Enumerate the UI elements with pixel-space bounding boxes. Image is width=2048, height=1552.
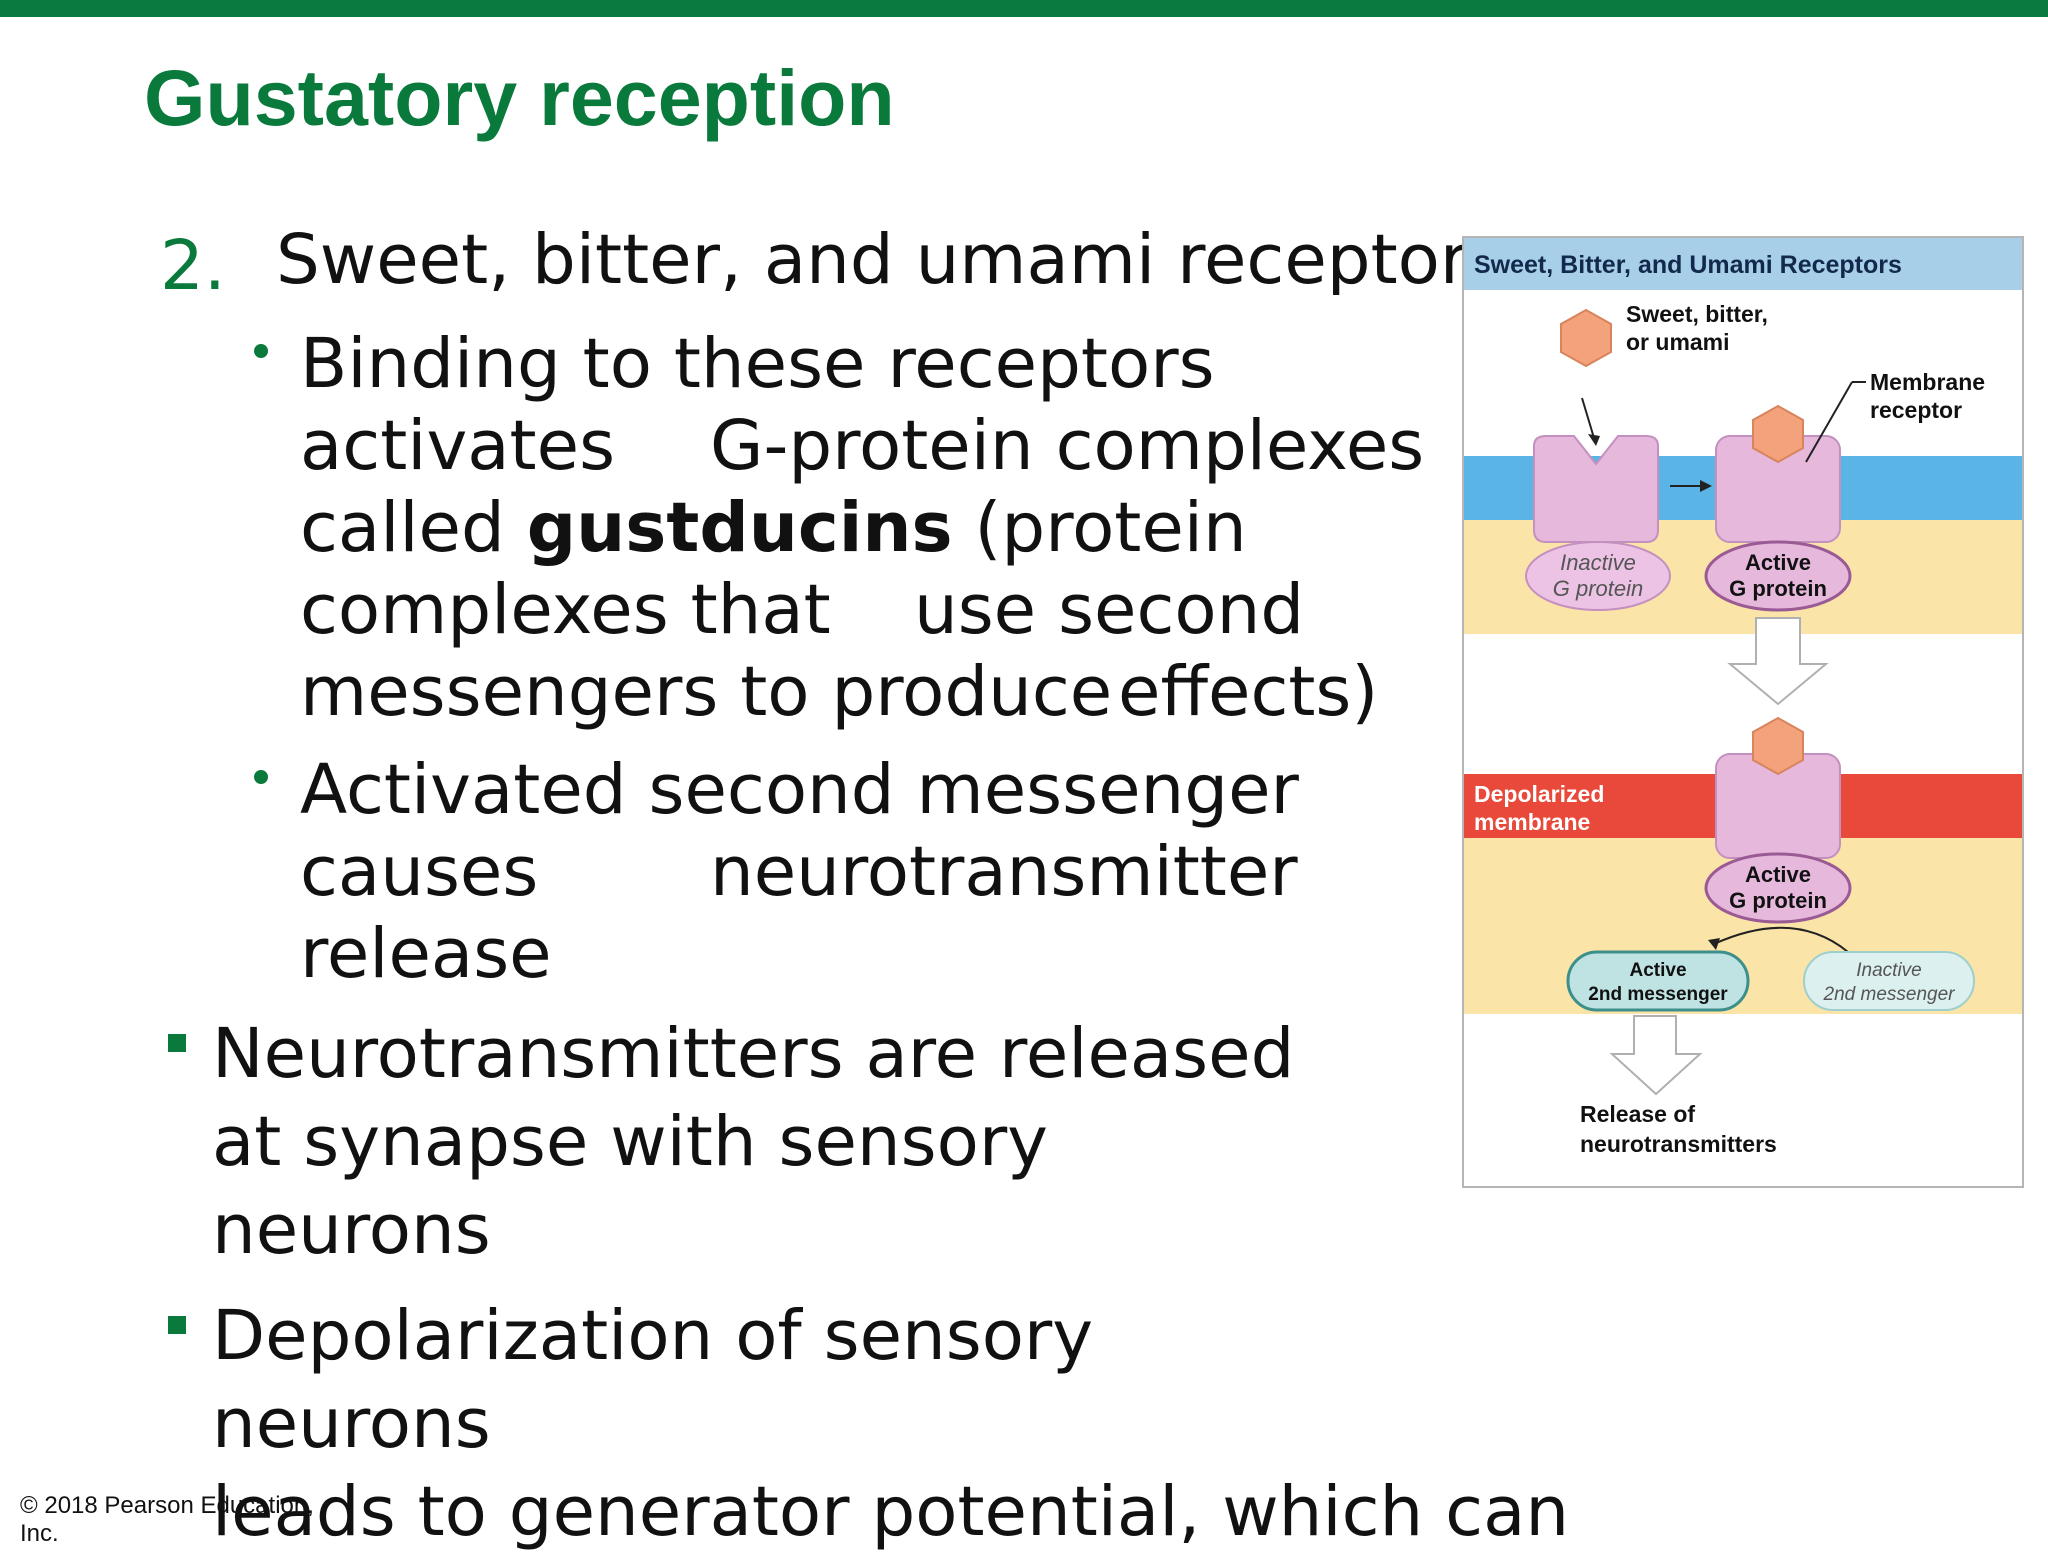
active-g-protein-top (1704, 540, 1852, 612)
bullet2-line2a: causes (300, 832, 539, 912)
inactive-2nd-label-1: Inactive (1856, 960, 1921, 981)
active-g-label-1: Active (1745, 550, 1811, 575)
bullet1-line4b: use second (914, 570, 1305, 650)
depolarized-label-2: membrane (1474, 809, 1590, 835)
bullet1-line3a: called (300, 488, 527, 568)
copyright: © 2018 Pearson Education, Inc. (20, 1492, 314, 1548)
active-g-protein-bottom (1704, 852, 1852, 924)
top-accent-bar (0, 0, 2048, 17)
bullet4-line1: Depolarization of sensory (212, 1296, 1094, 1376)
inactive-receptor (1533, 435, 1659, 543)
bullet3-line2: at synapse with sensory (212, 1102, 1049, 1182)
membrane-receptor-pointer (1805, 381, 1853, 463)
active-g-label-2: G protein (1729, 576, 1827, 601)
bullet-square (168, 1316, 186, 1334)
binding-arrowhead (1588, 434, 1600, 446)
inactive-2nd-messenger (1803, 951, 1975, 1011)
inactive-g-label-2: G protein (1553, 576, 1644, 601)
membrane-receptor-label-2: receptor (1870, 397, 1962, 423)
membrane-receptor-label-1: Membrane (1870, 369, 1985, 395)
bound-ligand (1752, 404, 1804, 464)
activation-arrowhead (1708, 938, 1720, 950)
active-g-label-lower-2: G protein (1729, 888, 1827, 913)
bullet3-line3: neurons (212, 1190, 491, 1270)
depolarized-label-1: Depolarized (1474, 781, 1604, 807)
flow-arrow-2 (1609, 1015, 1703, 1096)
slide-title: Gustatory reception (144, 53, 895, 142)
copyright-line1: © 2018 Pearson Education, (20, 1492, 314, 1519)
flow-arrow-1 (1727, 617, 1829, 706)
bullet1-line3: called gustducins (protein (300, 494, 1247, 563)
bound-ligand-lower (1752, 716, 1804, 776)
transition-arrowhead (1700, 480, 1712, 492)
bullet1-line2a: activates (300, 406, 616, 486)
active-2nd-label-1: Active (1629, 960, 1686, 981)
taste-receptor-figure: Sweet, Bitter, and Umami Receptors Sweet… (1462, 236, 2024, 1188)
bullet-square (168, 1034, 186, 1052)
bullet4-line3: leads to generator potential, which can (212, 1472, 1570, 1552)
figure-header: Sweet, Bitter, and Umami Receptors (1474, 251, 1902, 279)
bullet4-line2: neurons (212, 1384, 491, 1464)
bullet3-line1: Neurotransmitters are released (212, 1014, 1295, 1094)
active-g-label-lower-1: Active (1745, 862, 1811, 887)
bullet1-line5b: effects) (1118, 652, 1379, 732)
active-2nd-label-2: 2nd messenger (1588, 984, 1728, 1005)
bullet1-line5a: messengers to produce (300, 652, 1113, 732)
bullet-dot (254, 344, 268, 358)
term-gustducins: gustducins (526, 488, 953, 568)
bullet1-line3c: (protein (952, 488, 1247, 568)
tastant-label-1: Sweet, bitter, (1626, 301, 1768, 327)
copyright-line2: Inc. (20, 1520, 59, 1547)
bullet2-line1: Activated second messenger (300, 750, 1299, 830)
bullet1-line4a: complexes that (300, 570, 831, 650)
bullet-dot (254, 770, 268, 784)
inactive-2nd-label-2: 2nd messenger (1823, 984, 1956, 1005)
tastant-label-2: or umami (1626, 329, 1730, 355)
binding-arrow (1581, 397, 1595, 439)
bullet1-line1: Binding to these receptors (300, 324, 1215, 404)
release-label-1: Release of (1580, 1101, 1695, 1127)
bullet2-line2b: neurotransmitter (710, 832, 1298, 912)
bullet2-line3: release (300, 914, 552, 994)
inactive-g-protein (1525, 541, 1671, 611)
list-number: 2. (160, 226, 226, 306)
activation-arrow (1713, 926, 1849, 953)
inactive-g-label-1: Inactive (1560, 550, 1636, 575)
active-2nd-messenger (1566, 950, 1750, 1012)
tastant-ligand (1560, 308, 1612, 368)
bullet1-line2b: G-protein complexes (710, 406, 1425, 486)
release-label-2: neurotransmitters (1580, 1131, 1777, 1157)
figure-svg: Sweet, Bitter, and Umami Receptors Sweet… (1464, 238, 2022, 1157)
item-heading: Sweet, bitter, and umami receptors (276, 226, 1462, 295)
figure-header-band (1464, 238, 2022, 290)
